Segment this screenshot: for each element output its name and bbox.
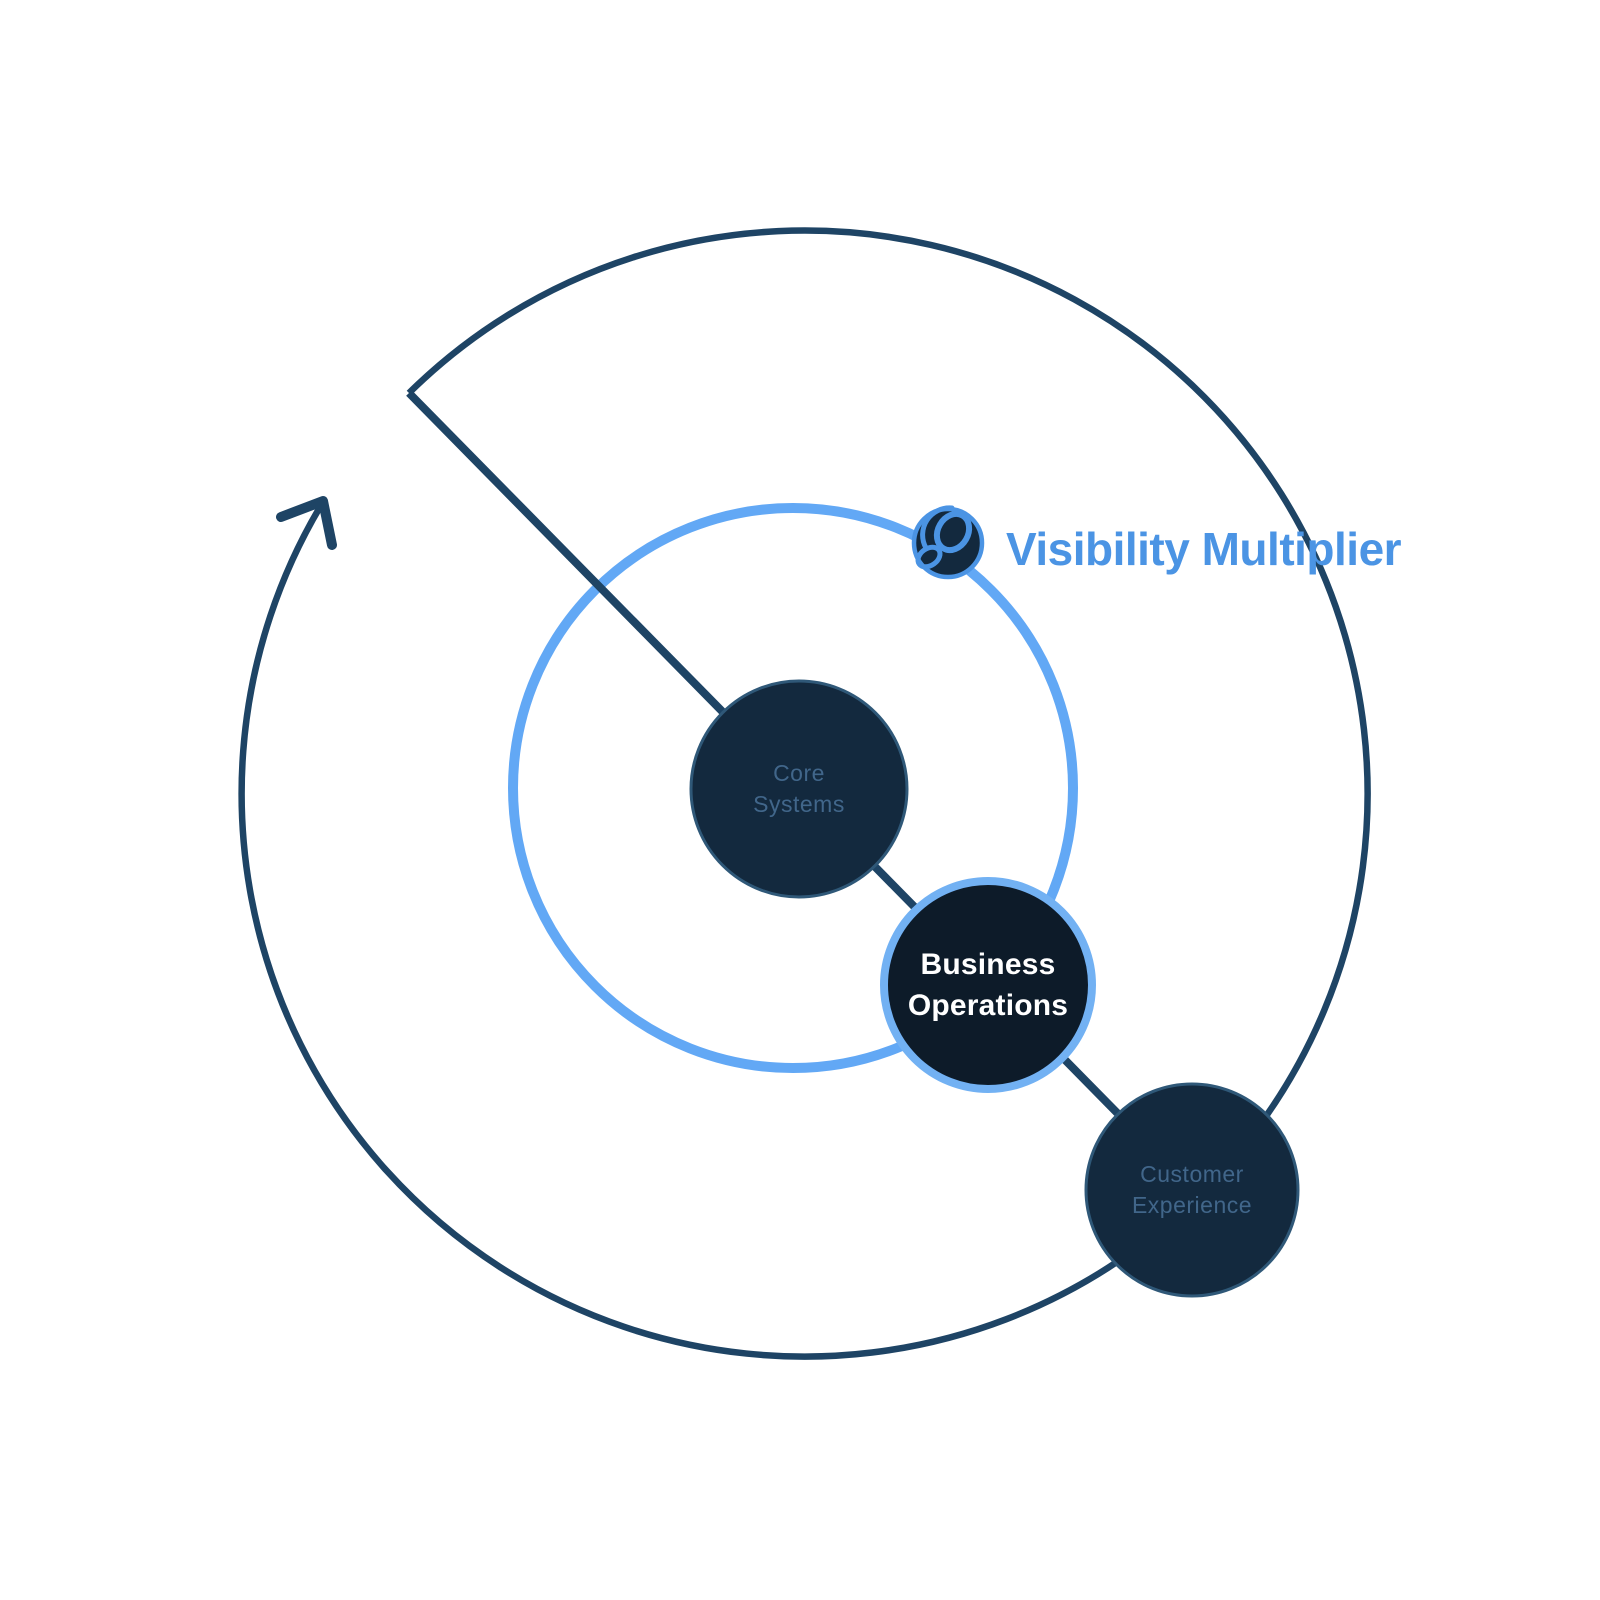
core-systems-label-line1: Core (773, 760, 825, 786)
arrowhead-icon (276, 496, 337, 550)
core-systems-label-line2: Systems (753, 791, 845, 817)
core-systems-circle (689, 679, 909, 899)
customer-experience-circle (1084, 1082, 1300, 1298)
business-operations-label: Business Operations (908, 944, 1068, 1026)
business-operations-label-line1: Business (920, 948, 1056, 981)
customer-experience-label: Customer Experience (1132, 1159, 1252, 1221)
orbit-sphere-icon (911, 505, 985, 580)
inner-orbit-ring (508, 503, 1078, 1073)
sphere-highlight-arc (920, 505, 955, 551)
customer-experience-label-line1: Customer (1140, 1161, 1244, 1187)
business-operations-circle (880, 877, 1096, 1093)
core-systems-label: Core Systems (753, 758, 845, 820)
sphere-lens-ellipse (933, 510, 973, 554)
visibility-multiplier-label: Visibility Multiplier (1006, 523, 1402, 575)
business-operations-label-line2: Operations (907, 989, 1069, 1022)
sphere-small-crater (915, 544, 943, 570)
customer-experience-label-line2: Experience (1131, 1192, 1253, 1218)
